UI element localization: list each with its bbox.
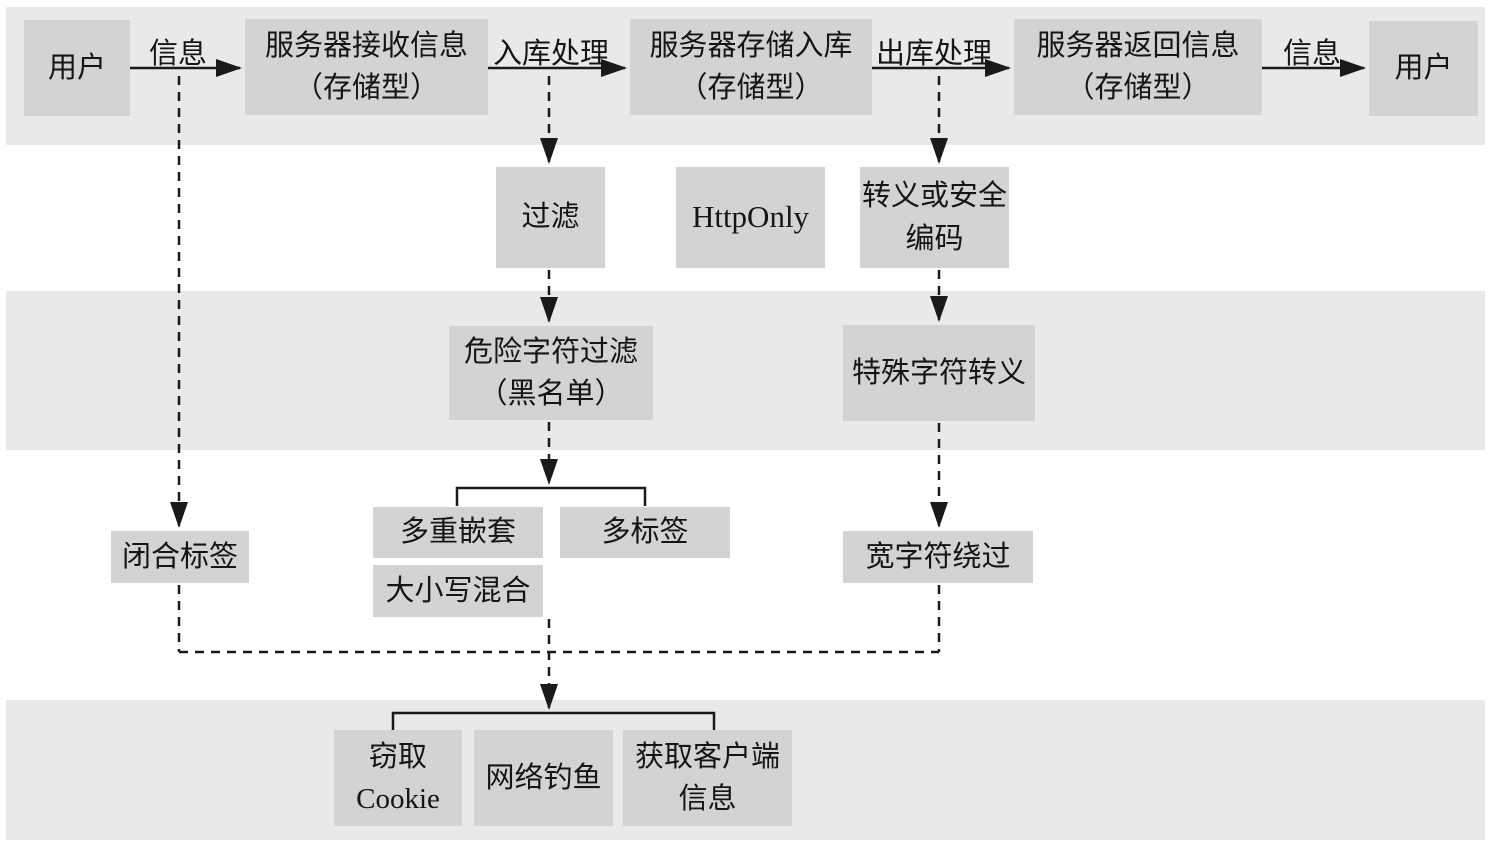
node-server-return: 服务器返回信息 （存储型） [1014,19,1262,115]
node-wide-char-bypass: 宽字符绕过 [843,531,1033,583]
node-mixed-case: 大小写混合 [373,565,543,617]
node-multi-tag: 多标签 [560,507,730,558]
node-steal-cookie: 窃取 Cookie [334,730,462,826]
node-server-receive: 服务器接收信息 （存储型） [245,19,488,115]
node-multi-nest: 多重嵌套 [373,507,543,558]
node-special-char-escape: 特殊字符转义 [843,325,1035,421]
band-defense-detail [6,291,1485,450]
bracket-bypass-split [455,486,647,506]
node-server-store: 服务器存储入库 （存储型） [630,19,872,115]
node-phishing: 网络钓鱼 [474,730,613,826]
edge-label-store-out: 出库处理 [875,38,993,70]
edge-label-store-in: 入库处理 [492,38,610,70]
edge-label-info-in: 信息 [148,38,208,70]
node-client-info: 获取客户端 信息 [623,730,792,826]
node-user-right: 用户 [1369,21,1478,116]
node-danger-char-filter: 危险字符过滤 （黑名单） [449,326,653,420]
node-escape-encode: 转义或安全 编码 [860,167,1009,268]
edge-label-info-out: 信息 [1282,38,1342,70]
node-user-left: 用户 [24,20,130,116]
node-filter: 过滤 [496,167,605,268]
node-close-tag: 闭合标签 [111,531,249,583]
node-httponly: HttpOnly [676,167,825,268]
